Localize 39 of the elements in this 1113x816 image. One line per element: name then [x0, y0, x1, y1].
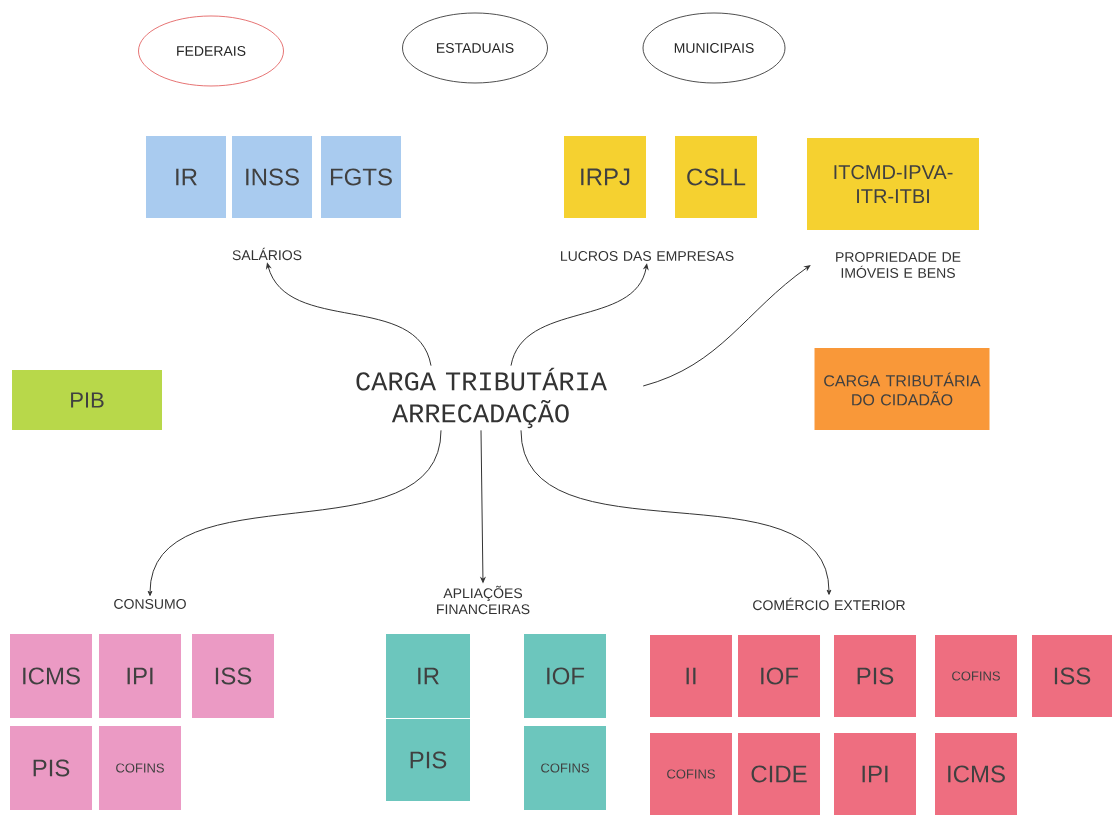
sticky-note: IPI: [834, 733, 916, 815]
sticky-note: II: [650, 635, 732, 717]
sticky-note: COFINS: [99, 726, 181, 810]
sticky-note: COFINS: [650, 733, 732, 815]
sticky-note: PIS: [10, 726, 92, 810]
sticky-note: PIB: [12, 370, 162, 430]
curved-arrow: [266, 263, 432, 367]
curved-arrow: [520, 429, 832, 595]
sticky-note: COFINS: [524, 726, 606, 810]
sticky-note: IOF: [738, 635, 820, 717]
topic-label: APLIAÇÕES FINANCEIRAS: [437, 585, 530, 615]
sticky-note: ICMS: [935, 733, 1017, 815]
curved-arrow: [642, 265, 811, 387]
sticky-note: ICMS: [10, 634, 92, 718]
sticky-note: CSLL: [675, 136, 757, 218]
sticky-note: IPI: [99, 634, 181, 718]
sticky-note: IR: [386, 634, 470, 718]
sticky-note: ISS: [1032, 635, 1112, 717]
sticky-note: ISS: [192, 634, 274, 718]
sticky-note: PIS: [834, 635, 916, 717]
sticky-note: CIDE: [738, 733, 820, 815]
topic-label: PROPRIEDADE DE IMÓVEIS E BENS: [836, 252, 961, 278]
curved-arrow: [480, 429, 486, 583]
topic-label: COMÉRCIO EXTERIOR: [753, 597, 905, 611]
sticky-note: IR: [146, 136, 226, 218]
curved-arrow: [510, 263, 649, 367]
central-title: CARGA TRIBUTÁRIA ARRECADAÇÃO: [356, 367, 607, 429]
sticky-note: IOF: [524, 634, 606, 718]
sticky-note: INSS: [232, 136, 312, 218]
curved-arrow: [147, 429, 442, 597]
topic-label: CONSUMO: [114, 599, 186, 609]
sticky-note: COFINS: [935, 635, 1017, 717]
sticky-note: CARGA TRIBUTÁRIA DO CIDADÃO: [814, 348, 990, 430]
topic-label: LUCROS DAS EMPRESAS: [561, 251, 734, 261]
sticky-note: IRPJ: [564, 136, 646, 218]
sticky-note: ITCMD-IPVA-ITR-ITBI: [807, 138, 979, 230]
sticky-note: PIS: [386, 719, 470, 801]
sticky-note: FGTS: [321, 136, 401, 218]
topic-label: SALÁRIOS: [232, 247, 302, 261]
